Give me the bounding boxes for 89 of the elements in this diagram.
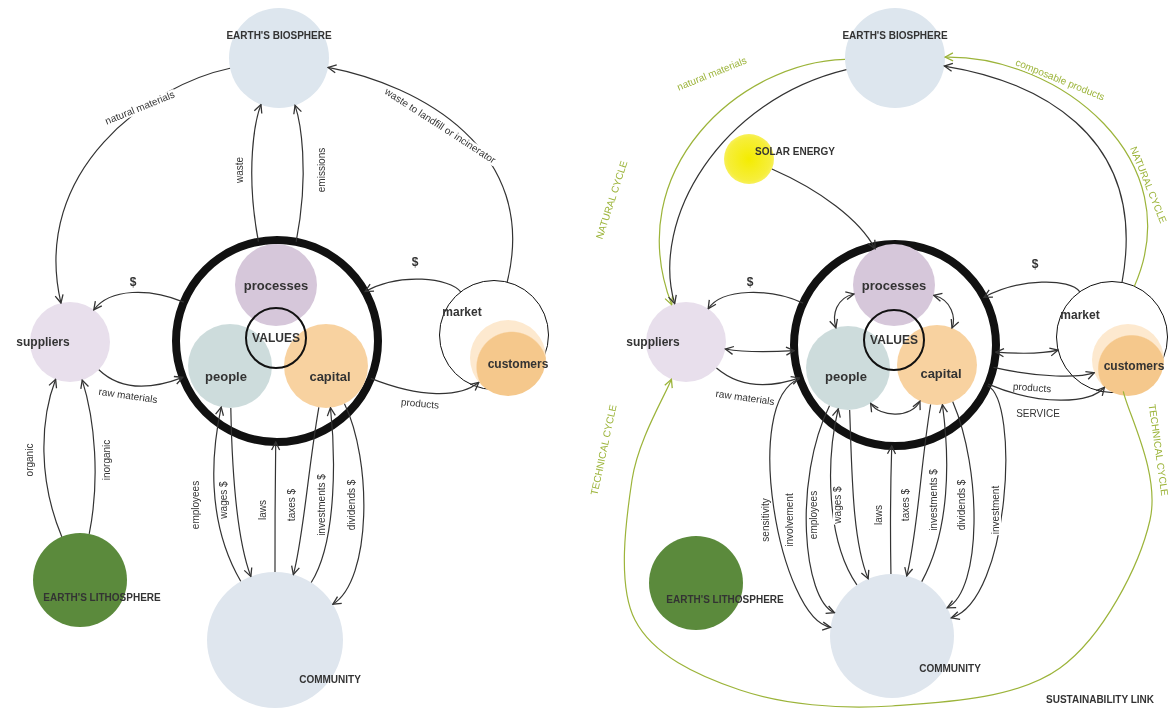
arrow xyxy=(310,407,336,584)
arrow xyxy=(903,403,932,577)
node-label: COMMUNITY xyxy=(919,664,981,674)
circle-node xyxy=(1092,324,1164,396)
arrow xyxy=(251,104,263,243)
edge-label: raw materials xyxy=(713,388,777,408)
edge-label: raw materials xyxy=(96,386,160,406)
edge-label: laws xyxy=(874,504,884,526)
arrow xyxy=(93,291,185,311)
edge-label: waste xyxy=(235,155,245,185)
circle-node xyxy=(235,244,317,326)
arrow xyxy=(950,385,1007,619)
edge-label: $ xyxy=(128,276,138,288)
node-label: people xyxy=(205,369,247,383)
edge-label: $ xyxy=(745,276,755,288)
node-label: people xyxy=(825,369,867,383)
arrow xyxy=(946,401,975,609)
arrow xyxy=(332,403,365,605)
arrow xyxy=(805,405,836,614)
double-arrow xyxy=(995,347,1059,358)
arrow xyxy=(830,408,858,586)
node-label: suppliers xyxy=(626,336,680,348)
cycle-label: SUSTAINABILITY LINK xyxy=(1046,695,1154,705)
node-label: capital xyxy=(309,369,351,383)
arrow xyxy=(715,367,801,386)
edge-label: products xyxy=(1011,381,1053,395)
node-label: capital xyxy=(920,366,962,380)
edge-label: products xyxy=(399,397,441,411)
arrow xyxy=(987,383,1106,401)
arrow xyxy=(230,407,253,578)
node-label: COMMUNITY xyxy=(299,675,361,685)
arrow xyxy=(79,379,96,535)
circle-node xyxy=(853,244,935,326)
arrow xyxy=(943,63,1127,283)
node-label: processes xyxy=(861,278,927,292)
double-arrow xyxy=(724,345,795,356)
cycle-label: TECHNICAL CYCLE xyxy=(1146,403,1170,497)
arrow xyxy=(213,406,242,582)
edge-label: $ xyxy=(1030,258,1040,270)
node-label: market xyxy=(1060,309,1100,321)
double-arrow xyxy=(870,400,921,415)
node-label: VALUES xyxy=(870,334,918,346)
node-label: processes xyxy=(243,278,309,292)
edge-label: taxes $ xyxy=(901,487,911,523)
ring-node xyxy=(172,236,382,446)
arrow xyxy=(290,406,320,576)
edge-label: SERVICE xyxy=(1015,409,1061,419)
edge-label: dividends $ xyxy=(347,478,357,532)
arrow xyxy=(992,366,1095,380)
edge-label: $ xyxy=(410,256,420,268)
arrow xyxy=(370,377,480,395)
arrow xyxy=(98,369,184,387)
edge-label: organic xyxy=(25,442,35,478)
arrow xyxy=(921,404,948,583)
node-label: customers xyxy=(1103,360,1165,372)
edge-label: investments $ xyxy=(317,473,327,537)
double-arrow xyxy=(933,293,959,329)
edge-label: employees xyxy=(191,479,201,531)
node-label: EARTH'S BIOSPHERE xyxy=(842,31,948,41)
edge-label: employees xyxy=(809,489,819,541)
arrow xyxy=(43,378,63,538)
arrow xyxy=(886,445,897,575)
edge-label: taxes $ xyxy=(287,487,297,523)
edge-label: involvement xyxy=(785,492,795,548)
edge-label: sensitivity xyxy=(761,497,771,543)
edge-label: wages $ xyxy=(219,480,229,520)
arrow xyxy=(364,278,462,293)
double-arrow xyxy=(829,291,855,329)
edge-label: investments $ xyxy=(929,468,939,532)
edge-label: dividends $ xyxy=(957,478,967,532)
arrow xyxy=(327,64,513,283)
edge-label: laws xyxy=(258,499,268,521)
arrow xyxy=(849,409,870,580)
arrow xyxy=(983,281,1081,299)
node-label: suppliers xyxy=(16,336,70,348)
edge-label: inorganic xyxy=(102,438,112,482)
arrow xyxy=(707,291,804,310)
arrow xyxy=(771,168,876,250)
arrow xyxy=(623,378,1153,708)
node-label: VALUES xyxy=(252,332,300,344)
edge-label: emissions xyxy=(317,146,327,194)
arrow xyxy=(944,52,1149,287)
edge-label: wages $ xyxy=(833,485,843,525)
arrow xyxy=(271,441,281,573)
arrow xyxy=(292,104,304,243)
edge-label: investment xyxy=(991,484,1001,536)
node-label: EARTH'S BIOSPHERE xyxy=(226,31,332,41)
ring-node xyxy=(790,240,1000,450)
arrow xyxy=(769,378,832,628)
